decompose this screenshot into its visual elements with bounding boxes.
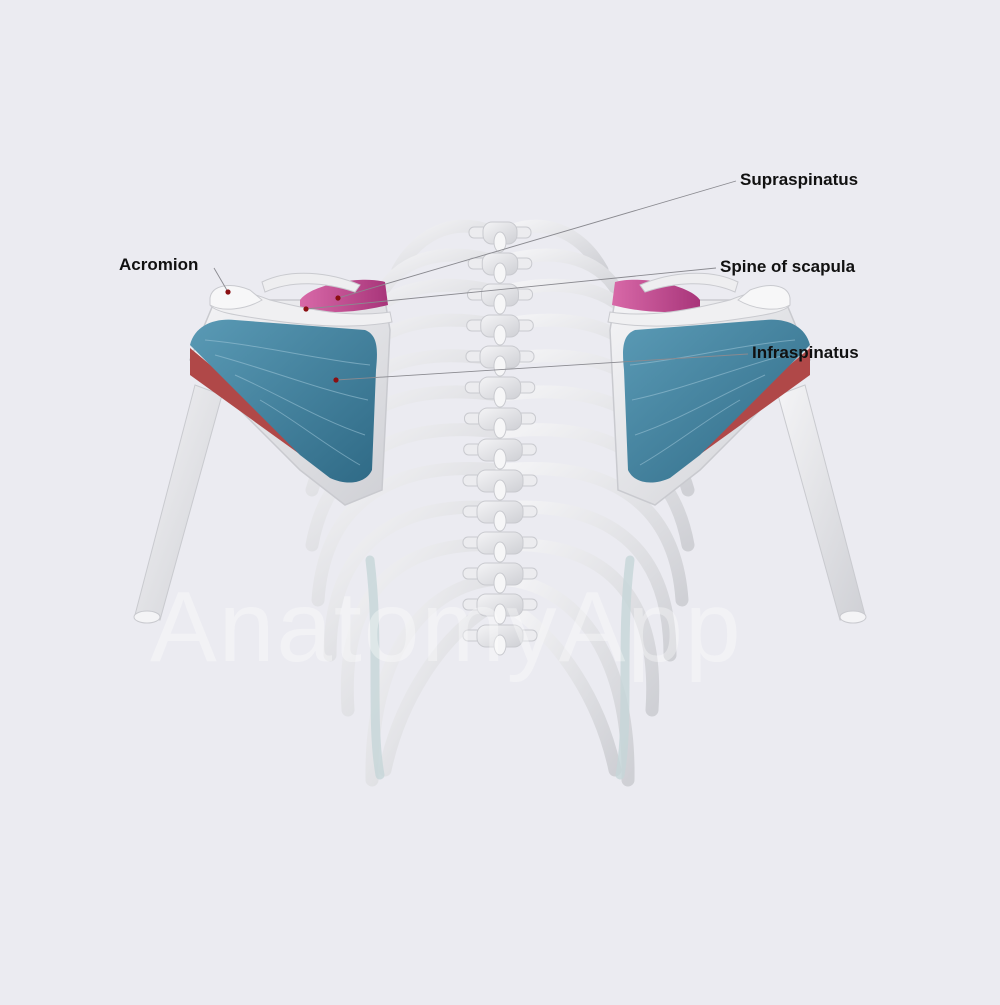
vertebra <box>462 500 538 532</box>
vertebra <box>467 283 533 315</box>
infraspinatus-left-fibers <box>629 339 796 466</box>
supraspinatus-left <box>612 279 700 312</box>
rib-9-left <box>495 500 677 662</box>
label-infraspinatus: Infraspinatus <box>752 343 859 362</box>
clavicle-right <box>261 272 361 293</box>
leader-lines <box>213 180 749 381</box>
label-spine-of-scapula: Spine of scapula <box>720 257 856 276</box>
rib-12-left <box>508 603 622 777</box>
humerus-right-end <box>133 610 161 624</box>
label-acromion: Acromion <box>119 255 199 274</box>
acromion-right <box>209 285 263 310</box>
rib-12-right <box>378 603 492 777</box>
vertebra <box>463 438 537 470</box>
pointer-dots <box>225 289 341 383</box>
vertebra <box>468 221 532 253</box>
pointer-supraspinatus <box>335 295 341 301</box>
vertebral-column <box>462 221 538 656</box>
leader-supraspinatus <box>337 180 737 299</box>
pointer-acromion <box>225 289 231 295</box>
leader-infraspinatus <box>335 353 749 381</box>
acromion-left <box>737 285 791 310</box>
vertebra <box>462 593 538 625</box>
rib-9-right <box>323 500 505 662</box>
leader-acromion <box>213 267 229 293</box>
humerus-right <box>134 384 223 621</box>
rib-10-right <box>340 538 505 717</box>
label-supraspinatus: Supraspinatus <box>740 170 859 189</box>
vertebrae <box>462 221 538 656</box>
humerus-left <box>777 384 866 621</box>
vertebra <box>464 376 536 408</box>
humerus-left-end <box>839 610 867 624</box>
infraspinatus-right <box>190 319 377 483</box>
rib-10-left <box>495 538 660 717</box>
vertebra <box>462 469 538 501</box>
vertebra <box>462 562 538 594</box>
vertebra <box>462 531 538 563</box>
scapula-right <box>189 272 393 506</box>
cartilage-left <box>615 555 635 780</box>
pointer-infraspinatus <box>333 377 339 383</box>
leader-spine-of-scapula <box>305 267 717 310</box>
scapula-left <box>607 272 811 506</box>
pointer-spine-of-scapula <box>303 306 309 312</box>
vertebra <box>466 314 534 346</box>
cartilage-right <box>365 555 385 780</box>
infraspinatus-left <box>623 319 810 483</box>
watermark-logo: AnatomyApp <box>150 571 743 683</box>
vertebra <box>467 252 533 284</box>
clavicle-left <box>639 272 739 293</box>
infraspinatus-right-fibers <box>204 339 371 466</box>
vertebra <box>464 407 536 439</box>
vertebra <box>465 345 535 377</box>
vertebra <box>462 624 538 656</box>
costal-cartilage <box>365 555 635 780</box>
